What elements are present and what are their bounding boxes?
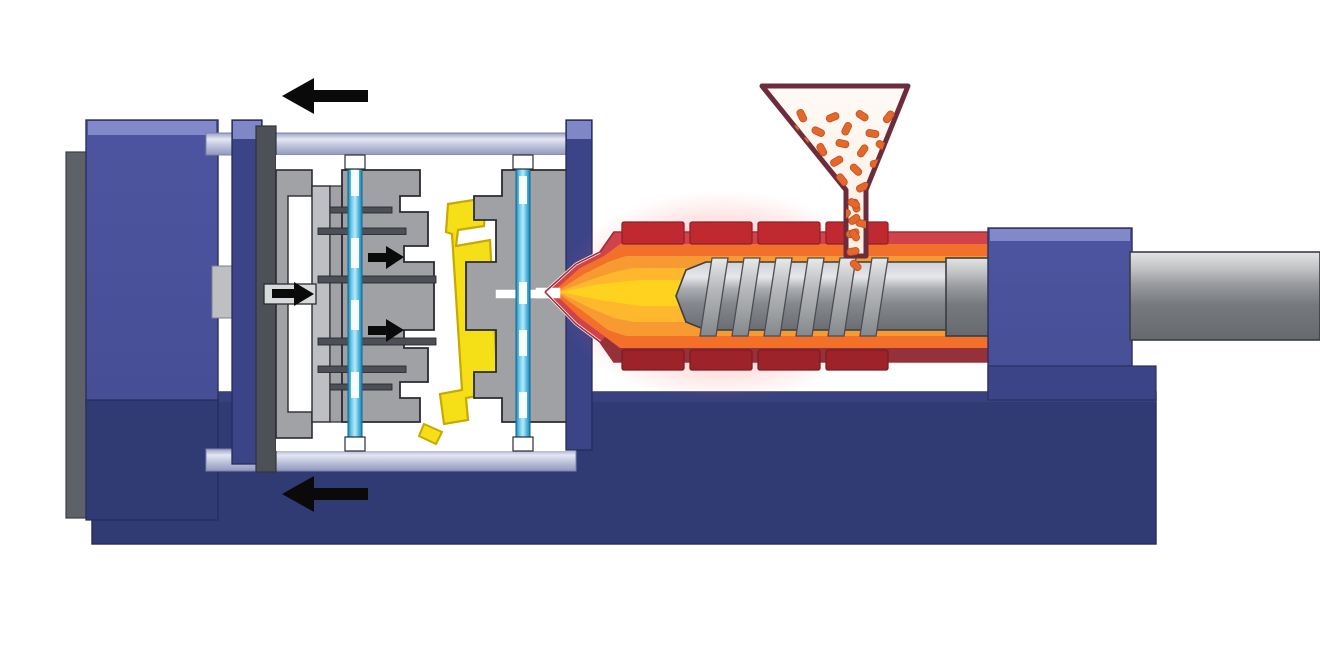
screw-flight bbox=[731, 257, 761, 337]
heater-band bbox=[621, 221, 685, 245]
heater-band bbox=[757, 349, 821, 371]
fixed-mold-half bbox=[465, 154, 577, 452]
ejector-pin bbox=[317, 337, 437, 346]
screw-flight bbox=[795, 257, 825, 337]
screw-flight bbox=[763, 257, 793, 337]
screw-flight bbox=[699, 257, 729, 337]
reciprocating-screw bbox=[675, 257, 999, 337]
heater-band-group-bottom bbox=[621, 349, 889, 371]
guide-block bbox=[211, 265, 235, 319]
heater-band bbox=[689, 349, 753, 371]
annotation-arrows bbox=[272, 78, 404, 512]
ejector-arrow-lower bbox=[368, 319, 404, 342]
ejector-arrow-main bbox=[272, 282, 314, 306]
ejector-pin bbox=[317, 275, 437, 284]
injection-drive-cylinder bbox=[987, 227, 1157, 401]
hydraulic-ram-shaft bbox=[1129, 251, 1320, 341]
cooling-channel-left bbox=[344, 154, 366, 452]
moving-mold-half bbox=[263, 154, 437, 452]
heater-band bbox=[825, 349, 889, 371]
screw-flight-group bbox=[699, 257, 889, 337]
heater-band bbox=[757, 221, 821, 245]
pellet-stream bbox=[846, 198, 862, 272]
cooling-channel-right bbox=[512, 154, 534, 452]
mold-open-arrow-bottom bbox=[282, 476, 368, 512]
ejector-arrow-upper bbox=[368, 246, 404, 269]
sprue-scrap bbox=[417, 422, 444, 446]
heater-band bbox=[689, 221, 753, 245]
mold-open-arrow-top bbox=[282, 78, 368, 114]
heater-band bbox=[621, 349, 685, 371]
screw-flight bbox=[859, 257, 889, 337]
clamping-unit bbox=[85, 119, 219, 521]
